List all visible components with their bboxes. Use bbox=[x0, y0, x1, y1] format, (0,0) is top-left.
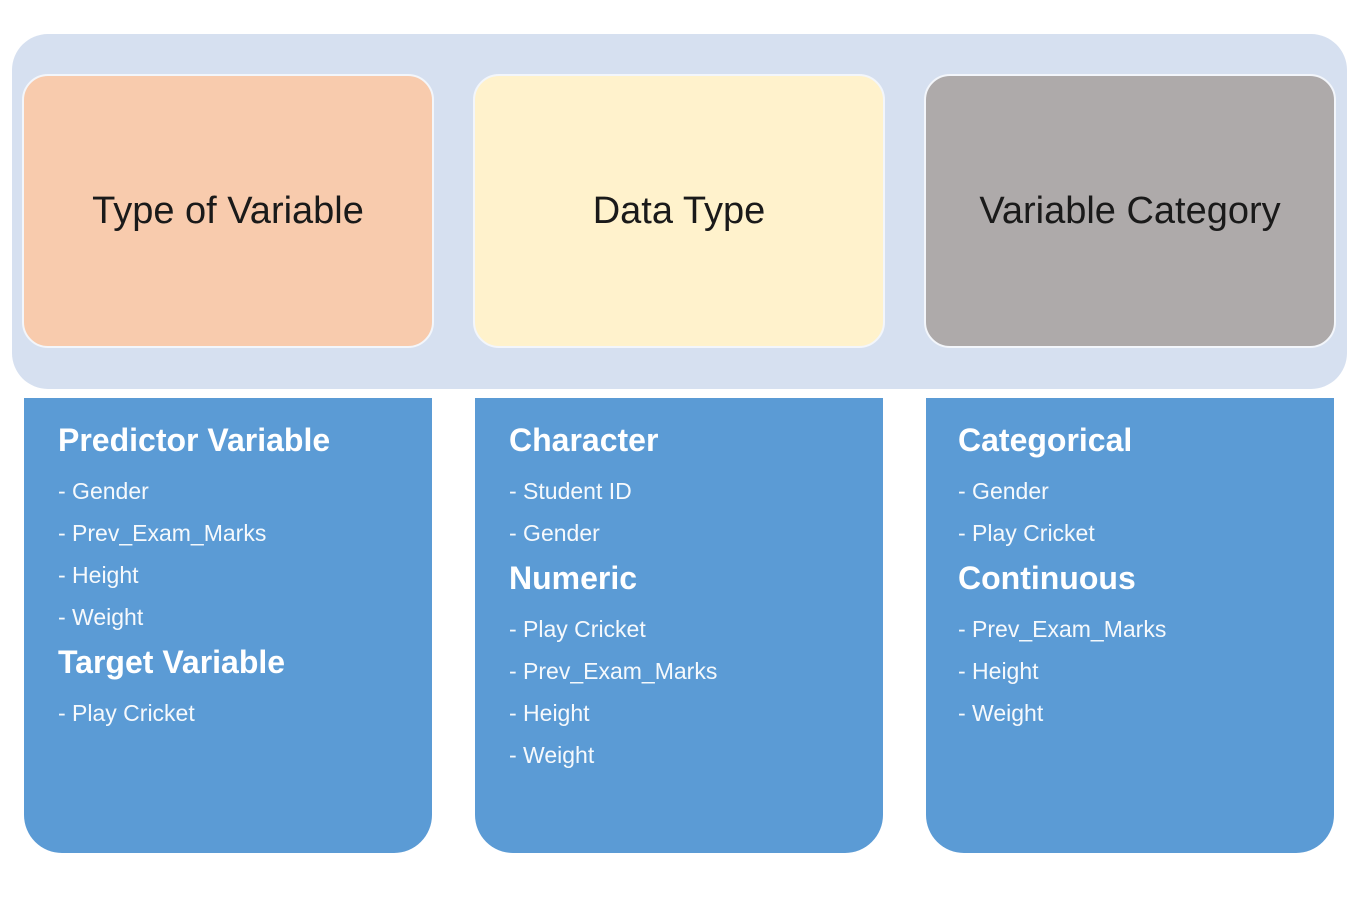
list-item: - Student ID bbox=[509, 478, 632, 504]
list-item: - Gender bbox=[509, 520, 600, 546]
list-item: - Height bbox=[509, 700, 590, 726]
list-item: - Gender bbox=[58, 478, 149, 504]
list-item: - Weight bbox=[958, 700, 1044, 726]
list-item: - Prev_Exam_Marks bbox=[509, 658, 718, 684]
list-item: - Gender bbox=[958, 478, 1049, 504]
list-item: - Weight bbox=[509, 742, 595, 768]
character-list: - Student ID - Gender bbox=[509, 470, 883, 554]
list-item: - Height bbox=[958, 658, 1039, 684]
type-of-variable-details: Predictor Variable - Gender - Prev_Exam_… bbox=[24, 398, 432, 853]
data-type-header: Data Type bbox=[473, 74, 885, 348]
data-type-details: Character - Student ID - Gender Numeric … bbox=[475, 398, 883, 853]
list-item: - Play Cricket bbox=[958, 520, 1095, 546]
numeric-list: - Play Cricket - Prev_Exam_Marks - Heigh… bbox=[509, 608, 883, 776]
group-title-categorical: Categorical bbox=[958, 422, 1133, 458]
list-item: - Weight bbox=[58, 604, 144, 630]
type-of-variable-title: Type of Variable bbox=[92, 189, 364, 232]
list-item: - Prev_Exam_Marks bbox=[58, 520, 267, 546]
list-item: - Play Cricket bbox=[58, 700, 195, 726]
group-title-character: Character bbox=[509, 422, 659, 458]
variable-category-details: Categorical - Gender - Play Cricket Cont… bbox=[926, 398, 1334, 853]
group-title-predictor: Predictor Variable bbox=[58, 422, 331, 458]
variable-category-header: Variable Category bbox=[924, 74, 1336, 348]
variable-category-title: Variable Category bbox=[979, 189, 1281, 232]
predictor-list: - Gender - Prev_Exam_Marks - Height - We… bbox=[58, 470, 432, 638]
categorical-list: - Gender - Play Cricket bbox=[958, 470, 1334, 554]
group-title-target: Target Variable bbox=[58, 644, 286, 680]
continuous-list: - Prev_Exam_Marks - Height - Weight bbox=[958, 608, 1334, 734]
type-of-variable-header: Type of Variable bbox=[22, 74, 434, 348]
list-item: - Prev_Exam_Marks bbox=[958, 616, 1167, 642]
list-item: - Play Cricket bbox=[509, 616, 646, 642]
group-title-continuous: Continuous bbox=[958, 560, 1136, 596]
target-list: - Play Cricket bbox=[58, 692, 432, 734]
data-type-title: Data Type bbox=[592, 189, 766, 232]
list-item: - Height bbox=[58, 562, 139, 588]
group-title-numeric: Numeric bbox=[509, 560, 638, 596]
